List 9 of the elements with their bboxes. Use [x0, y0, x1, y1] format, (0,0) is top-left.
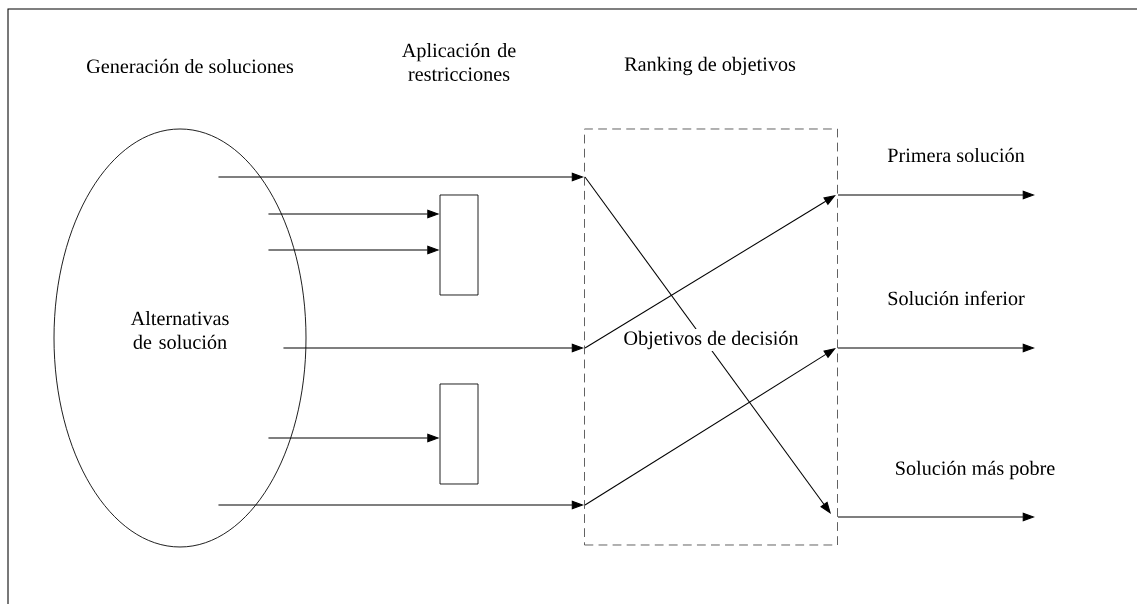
label: Solución inferior: [888, 290, 1025, 306]
label: Solución más pobre: [896, 460, 1055, 480]
box: [439, 194, 479, 296]
label: Aplicación de restricciones: [401, 43, 516, 81]
label: Ranking de objetivos: [624, 56, 796, 76]
box: [439, 383, 479, 485]
label: Generación de soluciones: [87, 58, 294, 74]
dashed-box: Objetivos de decisión: [584, 128, 838, 546]
label: Primera solución: [887, 147, 1025, 163]
